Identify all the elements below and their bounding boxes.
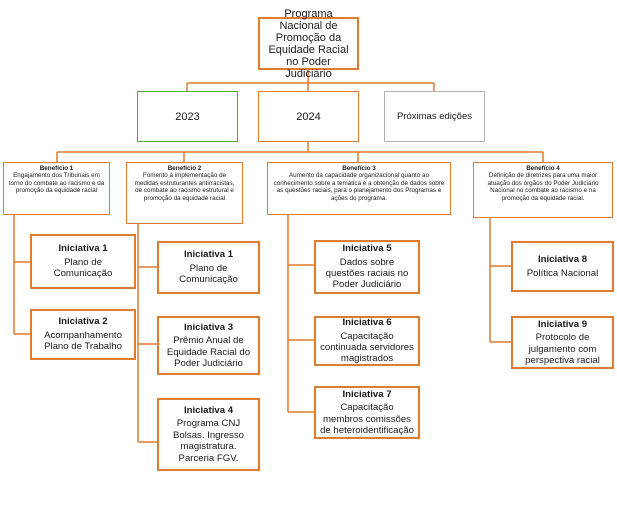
initiative-title: Iniciativa 5 [342,243,392,255]
initiative-box: Iniciativa 1 Plano de Comunicação [30,234,136,289]
benefit-2-title: Benefício 2 [167,165,202,172]
benefit-1-title: Benefício 1 [39,165,74,172]
edition-2024: 2024 [258,91,359,142]
edition-2024-label: 2024 [296,110,321,123]
initiative-text: Protocolo de julgamento com perspectiva … [525,332,600,366]
initiative-title: Iniciativa 6 [342,317,392,329]
initiative-title: Iniciativa 1 [58,243,108,255]
edition-2023: 2023 [137,91,238,142]
initiative-box: Iniciativa 8 Política Nacional [511,241,614,292]
benefit-2-box: Benefício 2 Fomento à implementação de m… [126,162,243,224]
initiative-title: Iniciativa 9 [537,318,588,330]
initiative-title: Iniciativa 3 [183,321,234,333]
benefit-4-title: Benefício 4 [526,165,560,172]
initiative-text: Dados sobre questões raciais no Poder Ju… [325,256,409,291]
initiative-text: Plano de Comunicação [179,262,238,286]
initiative-text: Acompanhamento Plano de Trabalho [44,329,122,353]
benefit-4-text: Definição de diretrizes para uma maior a… [487,172,599,202]
edition-2023-label: 2023 [175,110,200,123]
initiative-box: Iniciativa 5 Dados sobre questões raciai… [314,240,420,294]
initiative-title: Iniciativa 1 [183,249,234,261]
benefit-3-box: Benefício 3 Aumento da capacidade organi… [267,162,451,215]
initiative-text: Plano de Comunicação [53,256,113,280]
benefit-3-text: Aumento da capacidade organizacional qua… [273,172,445,202]
program-title: Programa Nacional de Promoção da Equidad… [268,7,349,80]
benefit-3-title: Benefício 3 [342,165,376,172]
initiative-box: Iniciativa 2 Acompanhamento Plano de Tra… [30,309,136,360]
initiative-box: Iniciativa 3 Prêmio Anual de Equidade Ra… [157,316,260,375]
benefit-1-box: Benefício 1 Engajamento dos Tribunais em… [3,162,110,215]
initiative-title: Iniciativa 2 [58,316,108,328]
initiative-text: Capacitação continuada servidores magist… [320,330,414,365]
initiative-text: Programa CNJ Bolsas. Ingresso magistratu… [173,418,244,464]
benefit-4-box: Benefício 4 Definição de diretrizes para… [473,162,613,218]
initiative-title: Iniciativa 4 [183,404,234,416]
initiative-title: Iniciativa 8 [537,254,588,266]
initiative-text: Capacitação membros comissões de heteroi… [320,402,414,436]
edition-next-label: Próximas edições [397,111,472,122]
benefit-2-text: Fomento à implementação de medidas estru… [134,172,235,202]
initiative-box: Iniciativa 1 Plano de Comunicação [157,241,260,294]
initiative-box: Iniciativa 4 Programa CNJ Bolsas. Ingres… [157,398,260,471]
initiative-box: Iniciativa 7 Capacitação membros comissõ… [314,386,420,439]
initiative-text: Política Nacional [526,267,599,279]
benefit-1-text: Engajamento dos Tribunais em torno do co… [8,172,105,195]
initiative-box: Iniciativa 9 Protocolo de julgamento com… [511,316,614,369]
initiative-text: Prêmio Anual de Equidade Racial do Poder… [166,335,251,369]
program-title-box: Programa Nacional de Promoção da Equidad… [258,8,359,80]
edition-next: Próximas edições [384,91,485,142]
initiative-title: Iniciativa 7 [342,388,392,400]
initiative-box: Iniciativa 6 Capacitação continuada serv… [314,316,420,366]
